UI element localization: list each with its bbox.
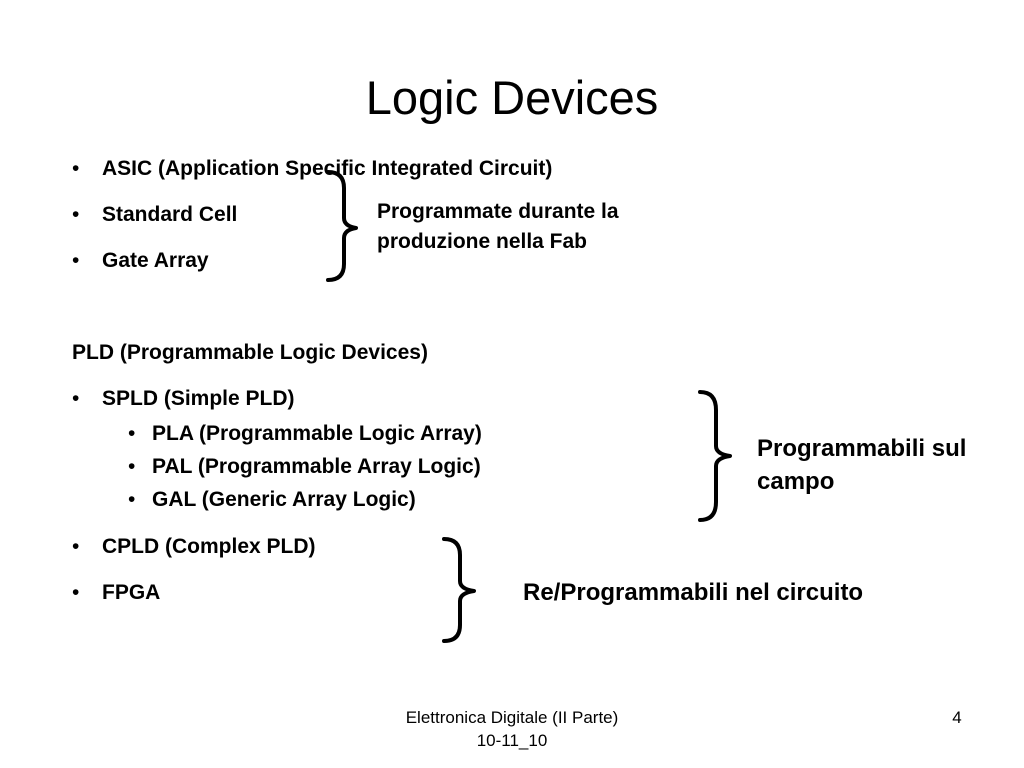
bullet-marker: •	[72, 157, 80, 180]
footer-center: Elettronica Digitale (II Parte) 10-11_10	[362, 706, 662, 752]
bullet-text: ASIC (Application Specific Integrated Ci…	[102, 157, 553, 180]
bullet-marker: •	[72, 535, 80, 558]
slide-title: Logic Devices	[365, 71, 659, 124]
bullet-text: GAL (Generic Array Logic)	[152, 488, 416, 511]
bullet-text: CPLD (Complex PLD)	[102, 535, 316, 558]
brace-spld	[698, 390, 732, 522]
bullet-marker: •	[128, 455, 136, 478]
brace-cpld-fpga	[442, 537, 476, 643]
bullet-text: Gate Array	[102, 249, 209, 272]
note-spld-line-1: Programmabili sul	[757, 435, 967, 462]
note-asic: Programmate durante la produzione nella …	[377, 197, 619, 257]
bullet-text: Standard Cell	[102, 203, 238, 226]
bullet-marker: •	[128, 488, 136, 511]
page-number: 4	[952, 708, 962, 727]
note-asic-line-2: produzione nella Fab	[377, 230, 588, 253]
footer-course: Elettronica Digitale (II Parte)	[405, 708, 619, 727]
pld-heading: PLD (Programmable Logic Devices)	[72, 341, 428, 364]
bullet-marker: •	[72, 203, 80, 226]
note-reprogrammable: Re/Programmabili nel circuito	[523, 579, 864, 606]
bullet-text: PAL (Programmable Array Logic)	[152, 455, 481, 478]
note-spld-line-2: campo	[757, 468, 835, 495]
bullet-marker: •	[72, 581, 80, 604]
footer-date: 10-11_10	[476, 731, 548, 750]
brace-asic	[326, 170, 358, 282]
bullet-text: SPLD (Simple PLD)	[102, 387, 295, 410]
bullet-marker: •	[72, 249, 80, 272]
bullet-text: PLA (Programmable Logic Array)	[152, 422, 482, 445]
note-spld: Programmabili sul campo	[757, 432, 966, 498]
bullet-text: FPGA	[102, 581, 161, 604]
note-asic-line-1: Programmate durante la	[377, 200, 619, 223]
bullet-marker: •	[72, 387, 80, 410]
bullet-marker: •	[128, 422, 136, 445]
